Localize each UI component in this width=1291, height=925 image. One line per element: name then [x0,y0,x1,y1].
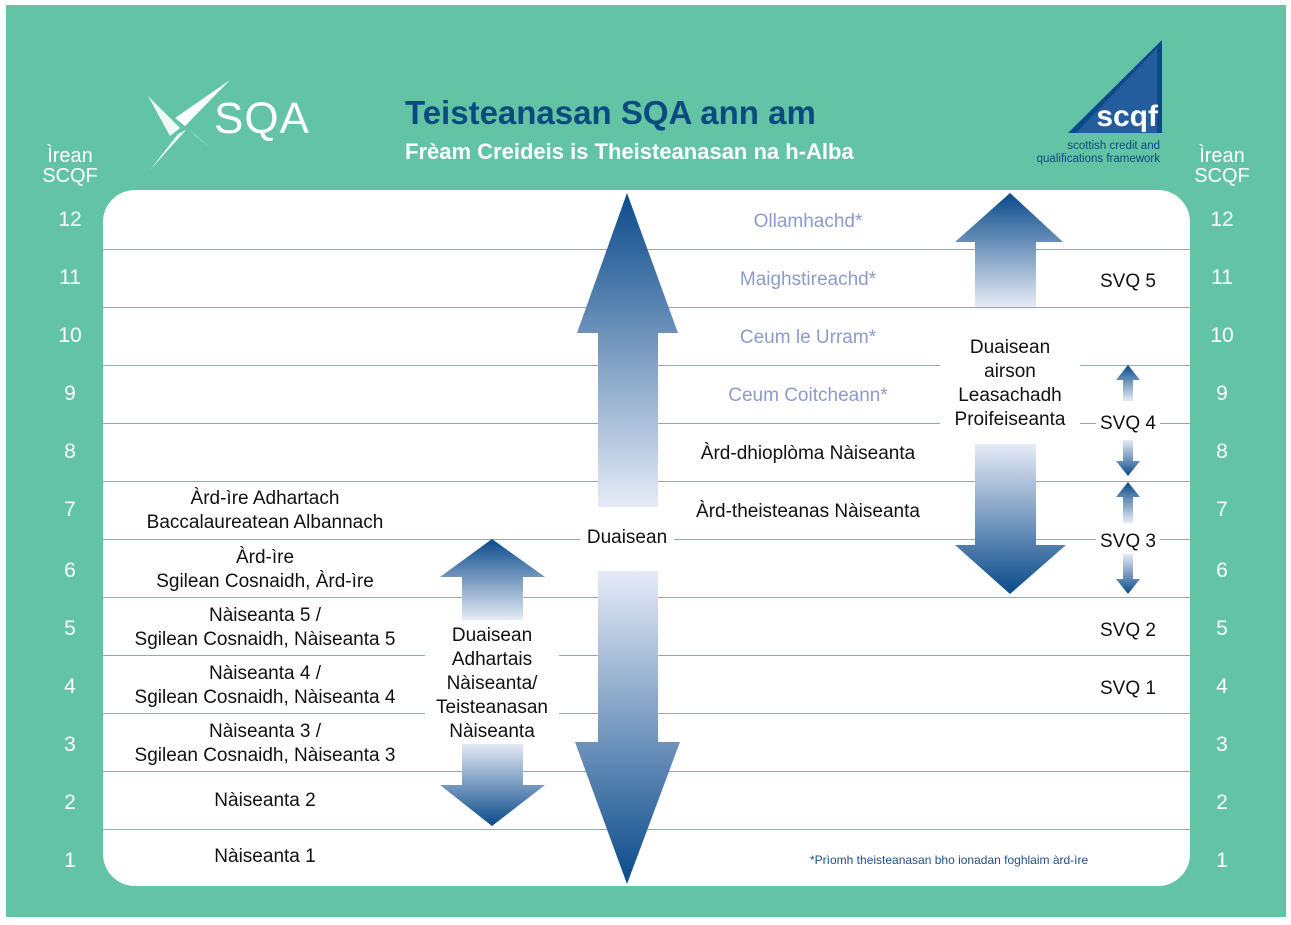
pda-line1: Duaisean [969,337,1051,358]
level-number: 9 [1216,382,1228,405]
national-awards-up-arrow [440,539,545,620]
scqf-logo-subtitle: scottish credit and qualifications frame… [990,140,1160,166]
doctorate-label: Ollamhachd* [753,211,863,232]
level-number: 7 [1216,498,1228,521]
scqf-logo-icon: scqf [1068,40,1162,133]
level-7-qualifications: Àrd-ìre Adhartach Baccalaureatean Albann… [105,487,425,535]
national-awards-label: Duaisean Adhartais Nàiseanta/ Teisteanas… [425,624,559,744]
awards-up-arrow [577,193,678,507]
level-number: 8 [64,440,76,463]
level-header-line1: Ìrean [47,145,93,167]
footnote: *Prìomh theisteanasan bho ionadan foghla… [810,853,1089,867]
level-number: 6 [1216,559,1228,582]
sqa-logo-icon [148,80,230,170]
svq4-down-arrow [1116,440,1140,476]
level-number: 6 [64,559,76,582]
level-number: 3 [1216,733,1228,756]
level-number: 4 [1216,675,1228,698]
national-4-label: Nàiseanta 4 / [209,663,321,684]
pda-line2: airson [984,361,1036,382]
level-number: 8 [1216,440,1228,463]
svq-3-label: SVQ 3 [1096,530,1160,554]
level-number: 9 [64,382,76,405]
national-awards-line1: Duaisean [451,625,533,646]
level-number: 2 [64,791,76,814]
level-number: 2 [1216,791,1228,814]
scqf-sub-line2: qualifications framework [1036,153,1160,165]
hnd-label: Àrd-dhioplòma Nàiseanta [700,443,916,464]
national-3-label: Nàiseanta 3 / [209,721,321,742]
level-number: 12 [58,208,82,231]
skills-for-work-n3-label: Sgilean Cosnaidh, Nàiseanta 3 [134,745,396,766]
svq-4-label: SVQ 4 [1096,412,1160,436]
level-number: 4 [64,675,76,698]
pda-line4: Proifeiseanta [954,409,1066,430]
awards-down-arrow [575,571,680,884]
level-3-qualifications: Nàiseanta 3 / Sgilean Cosnaidh, Nàiseant… [105,720,425,768]
level-number: 10 [58,324,82,347]
national-5-label: Nàiseanta 5 / [209,605,321,626]
skills-for-work-higher-label: Sgilean Cosnaidh, Àrd-ìre [156,571,374,592]
national-2-label: Nàiseanta 2 [214,790,316,811]
national-awards-line2: Adhartais [451,649,533,670]
scqf-logo-text: scqf [1096,100,1159,133]
national-awards-line5: Nàiseanta [449,721,535,742]
svq3-down-arrow [1116,554,1140,594]
level-header-line1: Ìrean [1199,145,1245,167]
level-header-line2: SCQF [1194,165,1250,187]
level-number: 5 [1216,617,1228,640]
page-subtitle: Frèam Creideis is Theisteanasan na h-Alb… [405,139,854,164]
higher-label: Àrd-ìre [235,547,295,568]
advanced-higher-label: Àrd-ìre Adhartach [190,488,340,509]
pda-line3: Leasachadh [958,385,1062,406]
scottish-baccalaureate-label: Baccalaureatean Albannach [146,512,384,533]
page-title: Teisteanasan SQA ann am [405,94,816,131]
svq-5-label: SVQ 5 [1100,271,1156,292]
level-number: 3 [64,733,76,756]
national-awards-line3: Nàiseanta/ [446,673,538,694]
pda-down-arrow [955,444,1066,594]
level-number: 11 [1211,266,1233,289]
svq-2-label: SVQ 2 [1100,620,1156,641]
skills-for-work-n5-label: Sgilean Cosnaidh, Nàiseanta 5 [134,629,396,650]
pda-label: Duaisean airson Leasachadh Proifeiseanta [940,336,1080,432]
level-header-left: Ìrean SCQF [30,146,110,186]
ordinary-degree-label: Ceum Coitcheann* [728,385,888,406]
level-5-qualifications: Nàiseanta 5 / Sgilean Cosnaidh, Nàiseant… [105,604,425,652]
national-awards-down-arrow [440,743,545,826]
level-header-line2: SCQF [42,165,98,187]
svq3-up-arrow [1116,482,1140,523]
hnc-label: Àrd-theisteanas Nàiseanta [680,500,936,524]
level-number: 10 [1210,324,1234,347]
level-number: 11 [59,266,81,289]
pda-up-arrow [955,193,1063,307]
level-number: 1 [64,849,76,872]
honours-degree-label: Ceum le Urram* [739,327,877,348]
level-6-qualifications: Àrd-ìre Sgilean Cosnaidh, Àrd-ìre [105,546,425,594]
sqa-logo-text: SQA [214,94,310,143]
level-number: 7 [64,498,76,521]
masters-label: Maighstireachd* [739,269,877,290]
level-number: 1 [1216,849,1228,872]
level-4-qualifications: Nàiseanta 4 / Sgilean Cosnaidh, Nàiseant… [105,662,425,710]
svq-1-label: SVQ 1 [1100,678,1156,699]
svq4-up-arrow [1116,365,1140,401]
skills-for-work-n4-label: Sgilean Cosnaidh, Nàiseanta 4 [134,687,396,708]
level-header-right: Ìrean SCQF [1182,146,1262,186]
national-1-label: Nàiseanta 1 [214,846,316,867]
awards-label: Duaisean [580,526,674,550]
level-number: 5 [64,617,76,640]
level-number: 12 [1210,208,1234,231]
national-awards-line4: Teisteanasan [436,697,548,718]
scqf-sub-line1: scottish credit and [1067,140,1160,152]
